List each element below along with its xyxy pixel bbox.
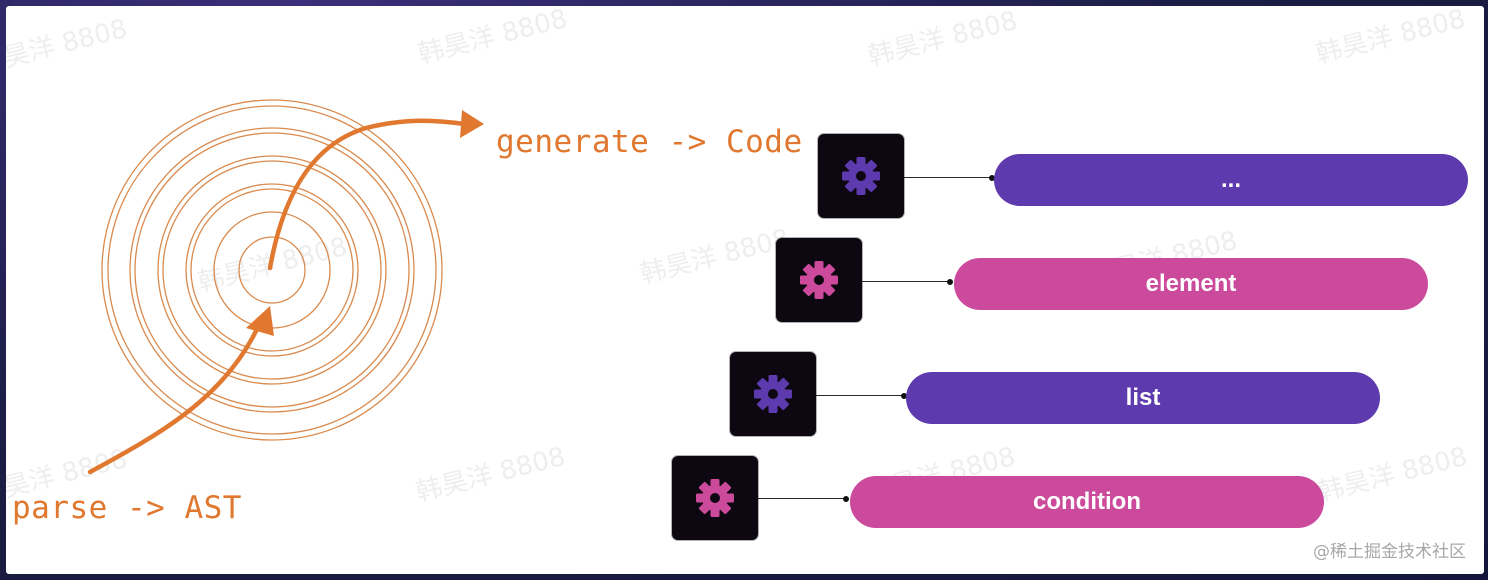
- generate-label: generate -> Code: [496, 124, 803, 160]
- pipeline-connector: [816, 392, 907, 399]
- watermark: 韩昊洋 8808: [1315, 441, 1471, 508]
- watermark: 韩昊洋 8808: [637, 223, 793, 290]
- pipeline-connector: [862, 278, 953, 285]
- pipeline-step-label: element: [1145, 270, 1237, 297]
- credit-text: @稀土掘金技术社区: [1313, 542, 1466, 562]
- generate-arrow: [267, 118, 467, 271]
- generate-arrowhead: [460, 110, 484, 138]
- parse-arrow: [87, 328, 259, 475]
- parse-arrowhead: [246, 306, 274, 336]
- concentric-rings: [101, 99, 443, 441]
- concentric-rings-diagram: [87, 99, 484, 475]
- gear-icon: [696, 479, 734, 517]
- gear-icon: [754, 375, 792, 413]
- pipeline-icon-box: [776, 238, 862, 322]
- pipeline-step-label: ...: [1220, 166, 1241, 193]
- pipeline-step-list: list: [906, 372, 1380, 424]
- pipeline-step-ellipsis: ...: [994, 154, 1468, 206]
- pipeline-connector: [904, 174, 995, 181]
- pipeline-step-element: element: [954, 258, 1428, 310]
- pipeline-icon-box: [730, 352, 816, 436]
- pipeline-step-condition: condition: [850, 476, 1324, 528]
- watermark: 韩昊洋 8808: [1313, 6, 1469, 70]
- gear-icon: [842, 157, 880, 195]
- pipeline-connector: [758, 495, 849, 502]
- parse-label: parse -> AST: [12, 490, 242, 526]
- slide-canvas: 韩昊洋 8808 韩昊洋 8808 韩昊洋 8808 韩昊洋 8808 韩昊洋 …: [6, 6, 1484, 574]
- pipeline-step-label: list: [1125, 384, 1161, 411]
- pipeline-step-label: condition: [1033, 488, 1141, 515]
- pipeline-icon-box: [672, 456, 758, 540]
- gear-icon: [800, 261, 838, 299]
- watermark: 韩昊洋 8808: [865, 6, 1021, 72]
- pipeline-icon-box: [818, 134, 904, 218]
